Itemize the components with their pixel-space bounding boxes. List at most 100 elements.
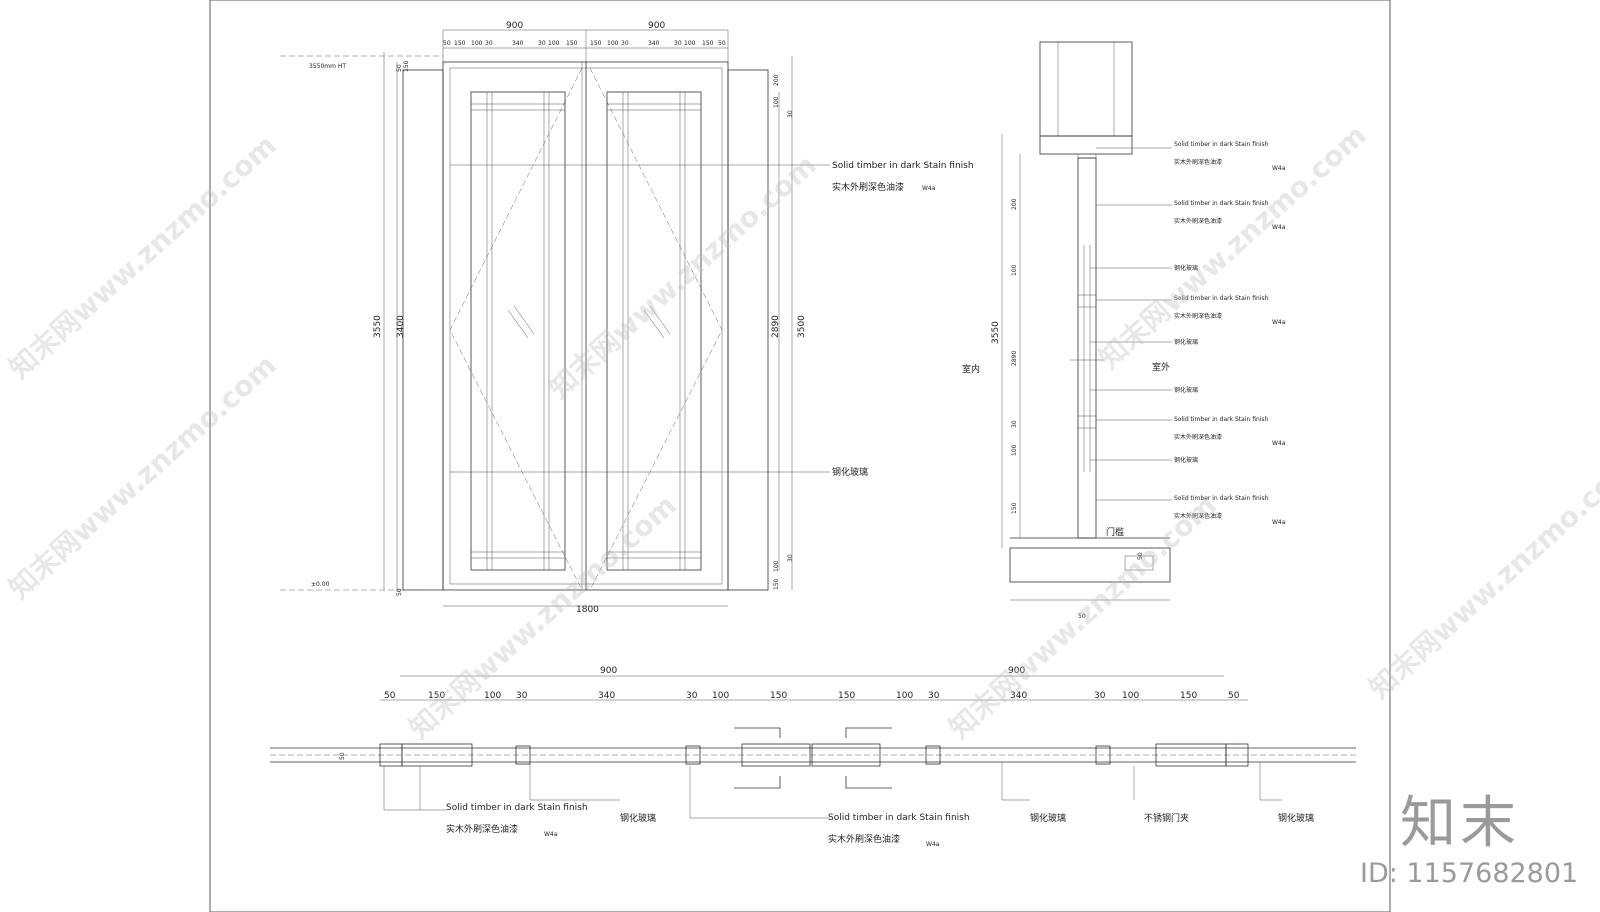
plan-sub-dim: 150 — [770, 691, 787, 701]
elev-sub-dim: 30 — [621, 40, 629, 47]
side-panel-right — [727, 69, 769, 591]
elev-sub-dim: 150 — [702, 40, 714, 47]
plan-note-glass: 钢化玻璃 — [1278, 812, 1314, 824]
elev-dim-50-top: 50 — [396, 64, 403, 72]
section-note-timber-en: Solid timber in dark Stain finish — [1174, 495, 1269, 502]
brand-logo: 知末 — [1400, 791, 1520, 856]
section-note-timber-cn: 实木外刷深色油漆 — [1174, 512, 1222, 520]
section-height-3550: 3550 — [991, 321, 1001, 344]
level-bottom-label: ±0.00 — [311, 581, 330, 588]
elev-note-timber-en: Solid timber in dark Stain finish — [832, 161, 974, 171]
elev-sub-dim: 150 — [454, 40, 466, 47]
left-leaf-glass-frame — [470, 91, 566, 571]
section-note-timber-en: Solid timber in dark Stain finish — [1174, 416, 1269, 423]
plan-sub-dim: 150 — [838, 691, 855, 701]
watermark-text: 知末网www.znzmo.com — [403, 488, 683, 745]
plan-sub-dim: 340 — [1010, 691, 1027, 701]
plan-sub-dim: 150 — [428, 691, 445, 701]
section-note-timber-cn: 实木外刷深色油漆 — [1174, 433, 1222, 441]
elev-sub-dim: 340 — [648, 40, 660, 47]
plan-sub-dim: 30 — [516, 691, 528, 701]
plan-sub-dim: 100 — [896, 691, 913, 701]
level-top-label: 3550mm HT — [309, 63, 346, 70]
plan-top-dim-right: 900 — [1008, 666, 1025, 676]
elev-sub-dim: 50 — [443, 40, 451, 47]
elev-sub-dim: 30 — [674, 40, 682, 47]
plan-note-timber-cn: 实木外刷深色油漆 — [446, 823, 518, 835]
elev-top-dim-right: 900 — [648, 21, 665, 31]
plan-left-dim: 50 — [339, 752, 346, 760]
plan-note-glass: 钢化玻璃 — [620, 812, 656, 824]
plan-note-timber-en: Solid timber in dark Stain finish — [828, 813, 970, 823]
elev-dim-200-right: 200 — [773, 74, 780, 86]
watermark-text: 知末网www.znzmo.com — [3, 348, 283, 605]
plan-sub-dim: 100 — [712, 691, 729, 701]
elev-height-3400: 3400 — [396, 315, 406, 338]
plan-sub-dim: 50 — [1228, 691, 1240, 701]
plan-sub-dim: 340 — [598, 691, 615, 701]
plan-sub-dim: 50 — [384, 691, 396, 701]
watermark-text: 知末网www.znzmo.com — [1363, 448, 1600, 705]
section-dim: 150 — [1011, 502, 1018, 514]
elev-dim-100-right2: 100 — [773, 560, 780, 572]
plan-note-code: W4a — [544, 831, 558, 838]
watermark-text: 知末网www.znzmo.com — [543, 148, 823, 405]
section-threshold-label: 门槛 — [1106, 526, 1124, 538]
elev-note-glass: 钢化玻璃 — [832, 466, 868, 478]
section-dim: 30 — [1011, 420, 1018, 428]
plan-note-code: W4a — [926, 841, 940, 848]
section-dim: 100 — [1011, 264, 1018, 276]
plan-note-steel-clip: 不锈钢门夹 — [1144, 812, 1189, 824]
section-note-code: W4a — [1272, 224, 1286, 231]
section-note-glass: 钢化玻璃 — [1174, 264, 1198, 272]
elev-sub-dim: 340 — [512, 40, 524, 47]
elev-note-timber-cn: 实木外刷深色油漆 — [832, 181, 904, 193]
elev-height-2890: 2890 — [771, 315, 781, 338]
elev-sub-dim: 30 — [485, 40, 493, 47]
section-note-glass: 钢化玻璃 — [1174, 386, 1198, 394]
elev-dim-150-right2: 150 — [773, 578, 780, 590]
elev-top-dim-left: 900 — [506, 21, 523, 31]
section-floor — [1009, 547, 1171, 583]
watermark-text: 知末网www.znzmo.com — [943, 488, 1223, 745]
elev-width-1800: 1800 — [576, 605, 599, 615]
section-dim: 100 — [1011, 444, 1018, 456]
plan-sub-dim: 30 — [686, 691, 698, 701]
section-dim-50b: 50 — [1137, 552, 1144, 560]
section-note-timber-cn: 实木外刷深色油漆 — [1174, 312, 1222, 320]
door-section: 200 100 2890 30 100 150 3550 室内 室外 门槛 50… — [962, 41, 1286, 620]
elev-dim-30-right: 30 — [787, 110, 794, 118]
door-elevation: 900 900 50 150 100 30 340 30 100 150 150… — [280, 21, 974, 615]
plan-note-timber-cn: 实木外刷深色油漆 — [828, 833, 900, 845]
elev-sub-dim: 100 — [471, 40, 483, 47]
plan-sub-dim: 100 — [1122, 691, 1139, 701]
elev-sub-dim: 100 — [548, 40, 560, 47]
elev-sub-dim: 150 — [590, 40, 602, 47]
watermark-text: 知末网www.znzmo.com — [1093, 118, 1373, 375]
section-note-timber-en: Solid timber in dark Stain finish — [1174, 200, 1269, 207]
section-note-code: W4a — [1272, 165, 1286, 172]
section-note-code: W4a — [1272, 519, 1286, 526]
section-outside-label: 室外 — [1152, 361, 1170, 373]
section-note-timber-en: Solid timber in dark Stain finish — [1174, 141, 1269, 148]
elev-dim-50-bot: 50 — [396, 588, 403, 596]
elev-dim-30-right2: 30 — [787, 554, 794, 562]
section-dim: 200 — [1011, 198, 1018, 210]
plan-sub-dim: 150 — [1180, 691, 1197, 701]
elev-height-3500: 3500 — [797, 315, 807, 338]
elev-sub-dim: 100 — [607, 40, 619, 47]
plan-note-timber-en: Solid timber in dark Stain finish — [446, 803, 588, 813]
plan-sub-dim: 100 — [484, 691, 501, 701]
section-note-timber-cn: 实木外刷深色油漆 — [1174, 217, 1222, 225]
section-note-timber-en: Solid timber in dark Stain finish — [1174, 295, 1269, 302]
section-wall-head — [1039, 41, 1133, 137]
section-dim: 2890 — [1011, 351, 1018, 366]
elev-sub-dim: 50 — [718, 40, 726, 47]
right-leaf-glass-frame — [606, 91, 702, 571]
elev-dim-100-right: 100 — [773, 96, 780, 108]
watermarks: 知末网www.znzmo.com 知末网www.znzmo.com 知末网www… — [3, 118, 1600, 745]
section-note-code: W4a — [1272, 440, 1286, 447]
elev-note-code: W4a — [922, 185, 936, 192]
plan-sub-dim: 30 — [1094, 691, 1106, 701]
